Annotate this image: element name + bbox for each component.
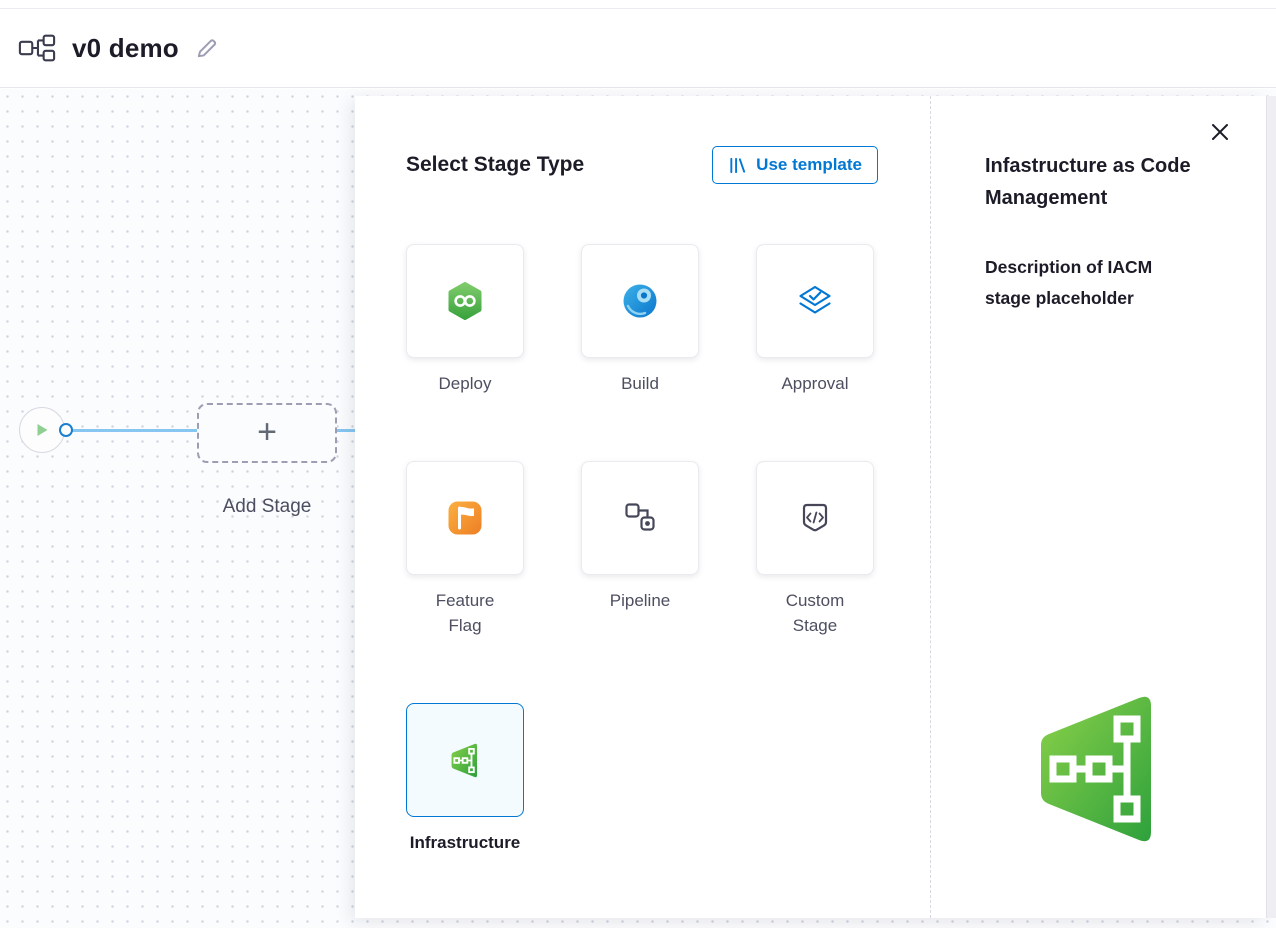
stage-label: Build xyxy=(621,374,659,393)
use-template-label: Use template xyxy=(756,155,862,174)
build-ci-icon xyxy=(623,284,657,318)
stage-card-pipeline[interactable] xyxy=(581,461,699,575)
stage-cell-pipeline: Pipeline xyxy=(581,461,699,638)
close-icon[interactable] xyxy=(1208,121,1232,145)
template-library-icon xyxy=(730,157,746,173)
stage-card-infrastructure[interactable] xyxy=(406,703,524,817)
stage-label: Infrastructure xyxy=(409,833,521,852)
stage-label: Feature Flag xyxy=(435,591,495,635)
connector-line-1 xyxy=(72,429,197,432)
add-stage-button[interactable]: + xyxy=(197,403,337,463)
stage-cell-custom-stage: Custom Stage xyxy=(756,461,874,638)
iacm-logo xyxy=(1038,689,1160,854)
connector-dot xyxy=(59,423,73,437)
stage-label: Deploy xyxy=(438,374,492,393)
stage-card-build[interactable] xyxy=(581,244,699,358)
deploy-cd-icon xyxy=(448,282,482,320)
pipeline-title: v0 demo xyxy=(72,32,179,63)
iacm-icon xyxy=(451,743,478,777)
stage-cell-infrastructure: Infrastructure xyxy=(406,703,524,855)
stage-card-feature-flag[interactable] xyxy=(406,461,524,575)
pipeline-header: v0 demo xyxy=(0,9,1276,88)
stage-label: Approval xyxy=(781,374,849,393)
stage-type-grid: Deploy Build xyxy=(406,244,930,855)
pencil-icon[interactable] xyxy=(195,36,219,60)
panel-title: Select Stage Type xyxy=(406,153,585,176)
stage-label: Custom Stage xyxy=(785,591,845,635)
stage-card-deploy[interactable] xyxy=(406,244,524,358)
top-toolbar xyxy=(0,0,1276,9)
add-stage-label: Add Stage xyxy=(222,496,312,517)
pipeline-graph-icon xyxy=(18,33,56,63)
use-template-button[interactable]: Use template xyxy=(712,146,878,184)
stage-card-custom-stage[interactable] xyxy=(756,461,874,575)
stage-cell-deploy: Deploy xyxy=(406,244,524,396)
scrollbar[interactable] xyxy=(1266,96,1276,918)
pipeline-chained-icon xyxy=(625,503,655,531)
stage-card-approval[interactable] xyxy=(756,244,874,358)
stage-details-panel: Infastructure as Code Management Descrip… xyxy=(930,96,1266,918)
feature-flag-icon xyxy=(448,501,482,535)
add-icon: + xyxy=(257,412,277,451)
custom-stage-icon xyxy=(802,503,828,532)
stage-cell-build: Build xyxy=(581,244,699,396)
stage-label: Pipeline xyxy=(609,591,671,610)
play-icon xyxy=(37,424,47,436)
stage-cell-feature-flag: Feature Flag xyxy=(406,461,524,638)
stage-cell-approval: Approval xyxy=(756,244,874,396)
stage-details-title: Infastructure as Code Management xyxy=(985,155,1191,209)
stage-type-selector: Select Stage Type Use template xyxy=(355,96,930,918)
approval-icon xyxy=(799,285,831,314)
stage-details-description: Description of IACM stage placeholder xyxy=(985,257,1153,308)
pipeline-start-node[interactable] xyxy=(19,407,65,453)
stage-type-panel: Select Stage Type Use template xyxy=(355,96,1266,918)
connector-line-2 xyxy=(337,429,356,432)
